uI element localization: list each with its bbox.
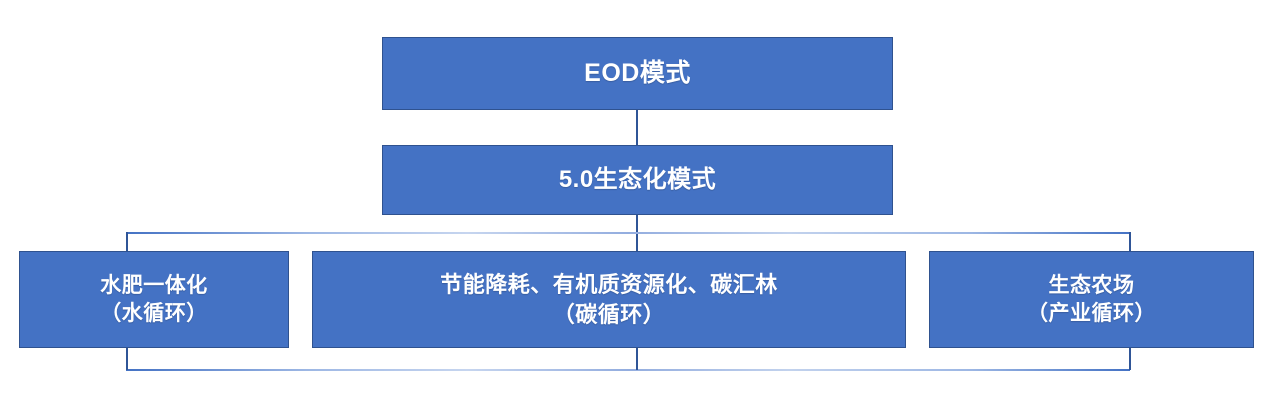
node-water-cycle[interactable]: 水肥一体化 （水循环） (19, 251, 289, 348)
connector-bus-top (126, 232, 1130, 234)
node-eod-mode-label: EOD模式 (584, 59, 691, 87)
node-carbon-cycle[interactable]: 节能降耗、有机质资源化、碳汇林 （碳循环） (312, 251, 906, 348)
connector-bus-top-right-leg (1129, 232, 1131, 252)
connector-carbon-to-bus-bottom (636, 348, 638, 370)
node-eco-mode[interactable]: 5.0生态化模式 (382, 145, 893, 215)
node-carbon-cycle-label: 节能降耗、有机质资源化、碳汇林 （碳循环） (440, 272, 778, 327)
node-eco-mode-label: 5.0生态化模式 (558, 166, 717, 194)
connector-bus-bottom-left-leg (126, 348, 128, 370)
connector-bus-bottom (126, 369, 1130, 371)
node-industry-cycle[interactable]: 生态农场 （产业循环） (929, 251, 1254, 348)
node-industry-cycle-label: 生态农场 （产业循环） (1027, 273, 1156, 325)
connector-bus-top-left-leg (126, 232, 128, 252)
node-eod-mode[interactable]: EOD模式 (382, 37, 893, 110)
connector-eod-to-eco (636, 110, 638, 146)
node-water-cycle-label: 水肥一体化 （水循环） (100, 273, 208, 325)
connector-bus-bottom-right-leg (1129, 348, 1131, 370)
